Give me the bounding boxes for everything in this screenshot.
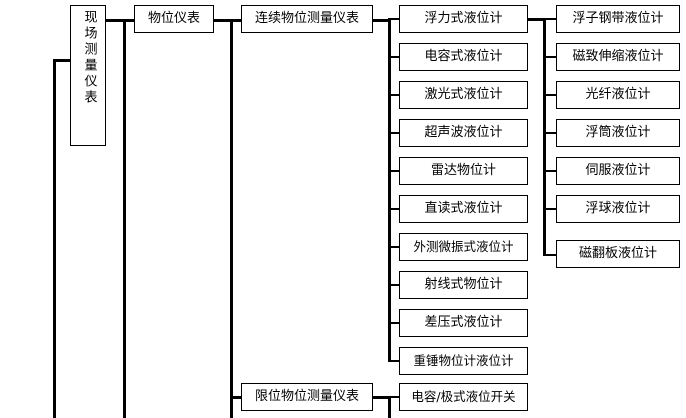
edge-buoyancy-to-trunkE — [528, 18, 546, 21]
edge-trunkE-branch-5 — [543, 170, 557, 172]
node-displacer-level-gauge[interactable]: 浮筒液位计 — [556, 119, 680, 147]
edge-trunkC-branch-2 — [388, 56, 401, 58]
edge-trunkD-vertical — [388, 396, 391, 418]
node-capacitive-level-gauge[interactable]: 电容式液位计 — [399, 43, 528, 71]
edge-trunkC-branch-6 — [388, 208, 401, 210]
edge-root-left-stub — [53, 59, 71, 62]
edge-trunkC-branch-4 — [388, 132, 401, 134]
node-continuous-level-measuring-instruments[interactable]: 连续物位测量仪表 — [241, 5, 373, 33]
edge-trunkC-branch-7 — [388, 246, 401, 248]
node-magnetic-flap-level-gauge[interactable]: 磁翻板液位计 — [556, 240, 680, 268]
edge-trunkC-vertical — [388, 19, 391, 362]
edge-trunkE-branch-6 — [543, 208, 557, 210]
edge-trunkB-to-limit — [230, 396, 243, 399]
node-float-steel-tape-level-gauge[interactable]: 浮子钢带液位计 — [556, 5, 680, 33]
node-ultrasonic-level-gauge[interactable]: 超声波液位计 — [399, 119, 528, 147]
node-float-ball-level-gauge[interactable]: 浮球液位计 — [556, 195, 680, 223]
node-radar-level-gauge[interactable]: 雷达物位计 — [399, 157, 528, 185]
node-radiation-level-gauge[interactable]: 射线式物位计 — [399, 271, 528, 299]
node-buoyancy-level-gauge[interactable]: 浮力式液位计 — [399, 5, 528, 33]
edge-trunkD-branch-1 — [388, 396, 401, 398]
node-root-field-measuring-instruments[interactable]: 现场测量仪表 — [70, 5, 106, 146]
node-level-instruments[interactable]: 物位仪表 — [134, 5, 214, 33]
edge-trunkE-branch-2 — [543, 56, 557, 58]
node-fiber-optic-level-gauge[interactable]: 光纤液位计 — [556, 81, 680, 109]
node-servo-level-gauge[interactable]: 伺服液位计 — [556, 157, 680, 185]
node-laser-level-gauge[interactable]: 激光式液位计 — [399, 81, 528, 109]
node-magnetostrictive-level-gauge[interactable]: 磁致伸缩液位计 — [556, 43, 680, 71]
edge-root-to-trunkA — [106, 19, 126, 22]
node-limit-level-measuring-instruments[interactable]: 限位物位测量仪表 — [241, 383, 373, 411]
node-external-microvibration-level-gauge[interactable]: 外测微振式液位计 — [399, 233, 528, 261]
edge-trunkC-branch-9 — [388, 322, 401, 324]
edge-trunkA-to-level2 — [123, 19, 136, 22]
edge-trunkC-branch-1 — [388, 18, 401, 20]
edge-trunkB-to-continuous — [230, 19, 243, 22]
node-plumb-bob-level-gauge[interactable]: 重锤物位计液位计 — [399, 347, 528, 375]
edge-trunkC-branch-5 — [388, 170, 401, 172]
edge-trunkE-branch-4 — [543, 132, 557, 134]
edge-trunkC-branch-3 — [388, 94, 401, 96]
edge-trunkE-branch-1 — [543, 18, 557, 20]
edge-trunkC-branch-10 — [388, 360, 401, 362]
edge-trunkE-vertical — [543, 18, 546, 256]
edge-root-left-trunk — [53, 59, 56, 418]
edge-level2-to-trunkB — [214, 19, 233, 22]
edge-trunkA-vertical — [123, 19, 126, 418]
edge-trunkE-branch-3 — [543, 94, 557, 96]
node-capacitive-pole-level-switch[interactable]: 电容/极式液位开关 — [399, 383, 528, 411]
node-differential-pressure-level-gauge[interactable]: 差压式液位计 — [399, 309, 528, 337]
edge-trunkB-vertical — [230, 19, 233, 418]
edge-limit-to-trunkD — [373, 396, 391, 399]
edge-trunkC-branch-8 — [388, 284, 401, 286]
edge-continuous-to-trunkC — [373, 19, 391, 22]
edge-trunkE-branch-7 — [543, 254, 557, 256]
node-direct-reading-level-gauge[interactable]: 直读式液位计 — [399, 195, 528, 223]
